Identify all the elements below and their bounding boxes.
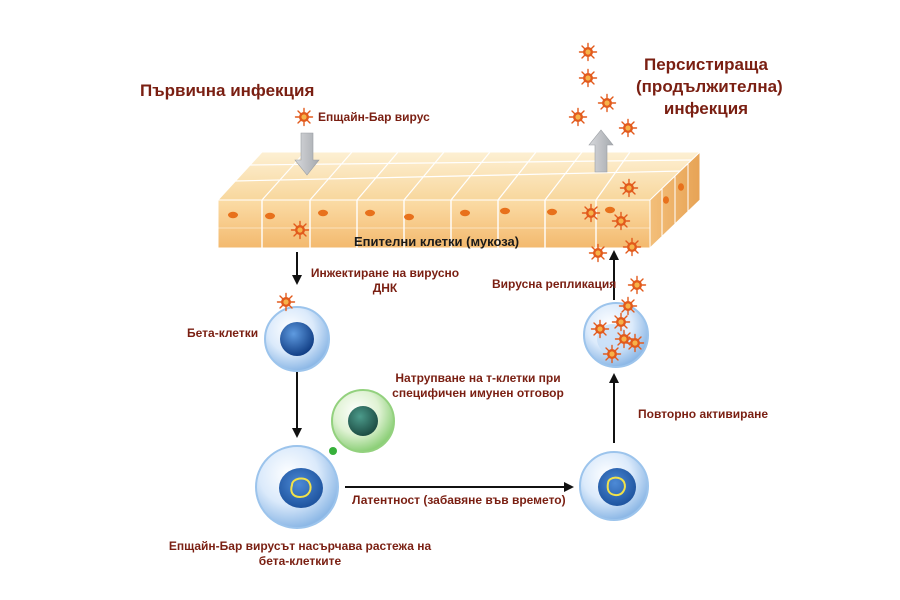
growth-line1: Епщайн-Бар вирусът насърчава растежа на	[168, 539, 432, 553]
virus-in-mucosa-icon	[290, 220, 310, 240]
epithelial-cells-label: Епителни клетки (мукоза)	[354, 234, 520, 249]
persistent-infection-line3: инфекция	[663, 99, 749, 118]
infected-b-cell-icon	[264, 292, 330, 372]
injection-line1: Инжектиране на вирусно	[310, 266, 460, 280]
virus-entry-down-arrow-icon	[294, 132, 320, 176]
released-virus-icon	[568, 107, 588, 127]
latency-label: Латентност (забавяне във времето)	[352, 493, 566, 507]
replicating-virus-icon	[588, 243, 608, 263]
epithelium-front-cell-lines	[218, 200, 650, 248]
t-cell-accumulation-label: Натрупване на т-клетки при специфичен им…	[383, 371, 573, 401]
viral-dna-icon	[606, 476, 626, 497]
released-virus-icon	[618, 118, 638, 138]
replicating-virus-icon	[622, 237, 642, 257]
growth-line2: бета-клетките	[258, 554, 342, 568]
replicating-virus-icon	[619, 178, 639, 198]
epithelial-layer	[216, 150, 702, 250]
released-virus-icon	[578, 42, 598, 62]
replicating-virus-icon	[627, 275, 647, 295]
virus-exit-up-arrow-icon	[588, 129, 614, 173]
ebv-virus-icon	[294, 107, 314, 127]
beta-cells-label: Бета-клетки	[187, 326, 259, 340]
t-cell-icon	[329, 389, 395, 455]
primary-infection-title: Първична инфекция	[140, 81, 315, 100]
persistent-infection-line1: Персистираща	[643, 55, 769, 74]
epithelial-nuclei	[228, 183, 684, 221]
ebv-virus-label: Епщайн-Бар вирус	[318, 110, 430, 124]
reactivation-label: Повторно активиране	[638, 407, 769, 421]
released-virus-icon	[578, 68, 598, 88]
t-cell-line2: специфичен имунен отговор	[392, 386, 564, 400]
replicating-virus-icon	[581, 203, 601, 223]
viral-dna-icon	[290, 477, 312, 499]
epithelium-side-cell-lines	[661, 164, 689, 236]
growing-b-cell-icon	[255, 445, 339, 529]
released-virus-icon	[597, 93, 617, 113]
viral-replication-label: Вирусна репликация	[492, 277, 617, 291]
latent-b-cell-icon	[579, 451, 649, 521]
injection-line2: ДНК	[372, 281, 398, 295]
t-cell-line1: Натрупване на т-клетки при	[395, 371, 561, 385]
growth-label: Епщайн-Бар вирусът насърчава растежа на …	[155, 539, 445, 569]
injection-label: Инжектиране на вирусно ДНК	[305, 266, 465, 296]
persistent-infection-title: Персистираща (продължителна) инфекция	[636, 54, 783, 120]
replicating-virus-icon	[611, 211, 631, 231]
reactivated-b-cell-icon	[583, 296, 649, 368]
epithelium-front-face	[217, 199, 651, 249]
persistent-infection-line2: (продължителна)	[636, 77, 783, 96]
epithelium-top-cell-lines	[234, 151, 694, 201]
